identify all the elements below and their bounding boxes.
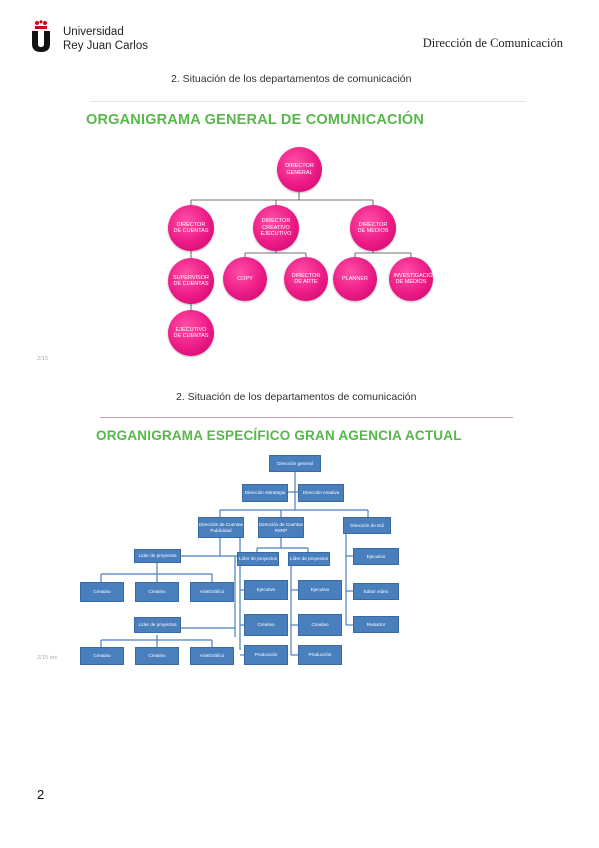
node-director-medios: DIRECTOR DE MEDIOS — [350, 205, 396, 251]
box-direccion-general: Dirección general — [269, 455, 321, 472]
box-redactor: Redactor — [353, 616, 399, 633]
node-ejecutivo-cuentas: EJECUTIVO DE CUENTAS — [168, 310, 214, 356]
node-director-cuentas-label: DIRECTOR DE CUENTAS — [173, 221, 209, 235]
box-creativo-6: Creativo — [298, 614, 342, 636]
university-name-line1: Universidad — [63, 26, 124, 38]
box-dir-cuentas-rsrp: Dirección de Cuentas RSRP — [258, 517, 304, 538]
department-name: Dirección de Comunicación — [422, 36, 563, 50]
box-lider-proyectos-2: Líder de proyectos — [237, 552, 279, 566]
box-produccion-2: Producción — [298, 645, 342, 665]
slide1-divider — [90, 101, 526, 102]
box-creativo-3: Creativo — [80, 647, 124, 665]
page-number: 2 — [37, 787, 45, 802]
node-director-medios-label: DIRECTOR DE MEDIOS — [357, 221, 389, 235]
node-director-cuentas: DIRECTOR DE CUENTAS — [168, 205, 214, 251]
box-arte-grafico-2: Arte/Gráfico — [190, 647, 234, 665]
node-director-arte-label: DIRECTOR DE ARTE — [291, 272, 321, 286]
slide2-section-title: 2. Situación de los departamentos de com… — [176, 391, 417, 403]
node-supervisor-cuentas-label: SUPERVISOR DE CUENTAS — [173, 274, 209, 288]
university-logo-icon — [32, 20, 50, 52]
slide1-connectors — [190, 192, 412, 310]
slide2-footnote: 2/15 etc — [37, 655, 58, 661]
box-lider-proyectos-3: Líder de proyectos — [288, 552, 330, 566]
slide2-connectors — [100, 472, 369, 656]
node-director-general-label: DIRECTOR GENERAL — [285, 163, 314, 176]
slide1-section-title: 2. Situación de los departamentos de com… — [171, 73, 412, 85]
box-ejecutivo-1: Ejecutivo — [244, 580, 288, 600]
university-name-line2: Rey Juan Carlos — [63, 40, 149, 52]
box-lider-proyectos-4: Líder de proyectos — [134, 617, 181, 633]
node-planner: PLANNER — [333, 257, 377, 301]
node-director-general: DIRECTOR GENERAL — [277, 147, 322, 192]
node-investigacion-medios-label: INVESTIGACIÓN DE MEDIOS — [393, 272, 437, 286]
box-ejecutivo-3: Ejecutivo — [353, 548, 399, 565]
node-investigacion-medios: INVESTIGACIÓN DE MEDIOS — [389, 257, 437, 301]
node-ejecutivo-cuentas-label: EJECUTIVO DE CUENTAS — [173, 326, 209, 340]
box-direccion-estrategia: Dirección estrategia — [242, 484, 288, 502]
slide1-footnote: 2/15 — [37, 356, 49, 362]
box-direccion-creativa: Dirección creativa — [298, 484, 344, 502]
node-planner-label: PLANNER — [342, 275, 368, 282]
box-lider-proyectos-1: Líder de proyectos — [134, 549, 181, 563]
box-creativo-1: Creativo — [80, 582, 124, 602]
node-director-arte: DIRECTOR DE ARTE — [284, 257, 328, 301]
box-arte-grafico-1: Arte/Gráfico — [190, 582, 234, 602]
node-copy: COPY — [223, 257, 267, 301]
node-supervisor-cuentas: SUPERVISOR DE CUENTAS — [168, 258, 214, 304]
university-name: Universidad Rey Juan Carlos — [63, 25, 148, 53]
box-creativo-4: Creativo — [135, 647, 179, 665]
box-dir-cuentas-publicidad: Dirección de Cuentas Publicidad — [198, 517, 244, 538]
box-creativo-2: Creativo — [135, 582, 179, 602]
box-creativo-5: Creativo — [244, 614, 288, 636]
node-copy-label: COPY — [237, 275, 253, 282]
node-director-creativo-label: DIRECTOR CREATIVO EJECUTIVO — [260, 218, 292, 238]
slide2-divider — [100, 417, 513, 418]
slide2-heading: ORGANIGRAMA ESPECÍFICO GRAN AGENCIA ACTU… — [96, 428, 462, 443]
node-director-creativo: DIRECTOR CREATIVO EJECUTIVO — [253, 205, 299, 251]
slide1-heading: ORGANIGRAMA GENERAL DE COMUNICACIÓN — [86, 112, 425, 128]
box-ejecutivo-2: Ejecutivo — [298, 580, 342, 600]
box-editor-video: Editor vídeo — [353, 583, 399, 600]
box-dir-medios-edi: Dirección de Edi — [343, 517, 391, 534]
box-produccion-1: Producción — [244, 645, 288, 665]
